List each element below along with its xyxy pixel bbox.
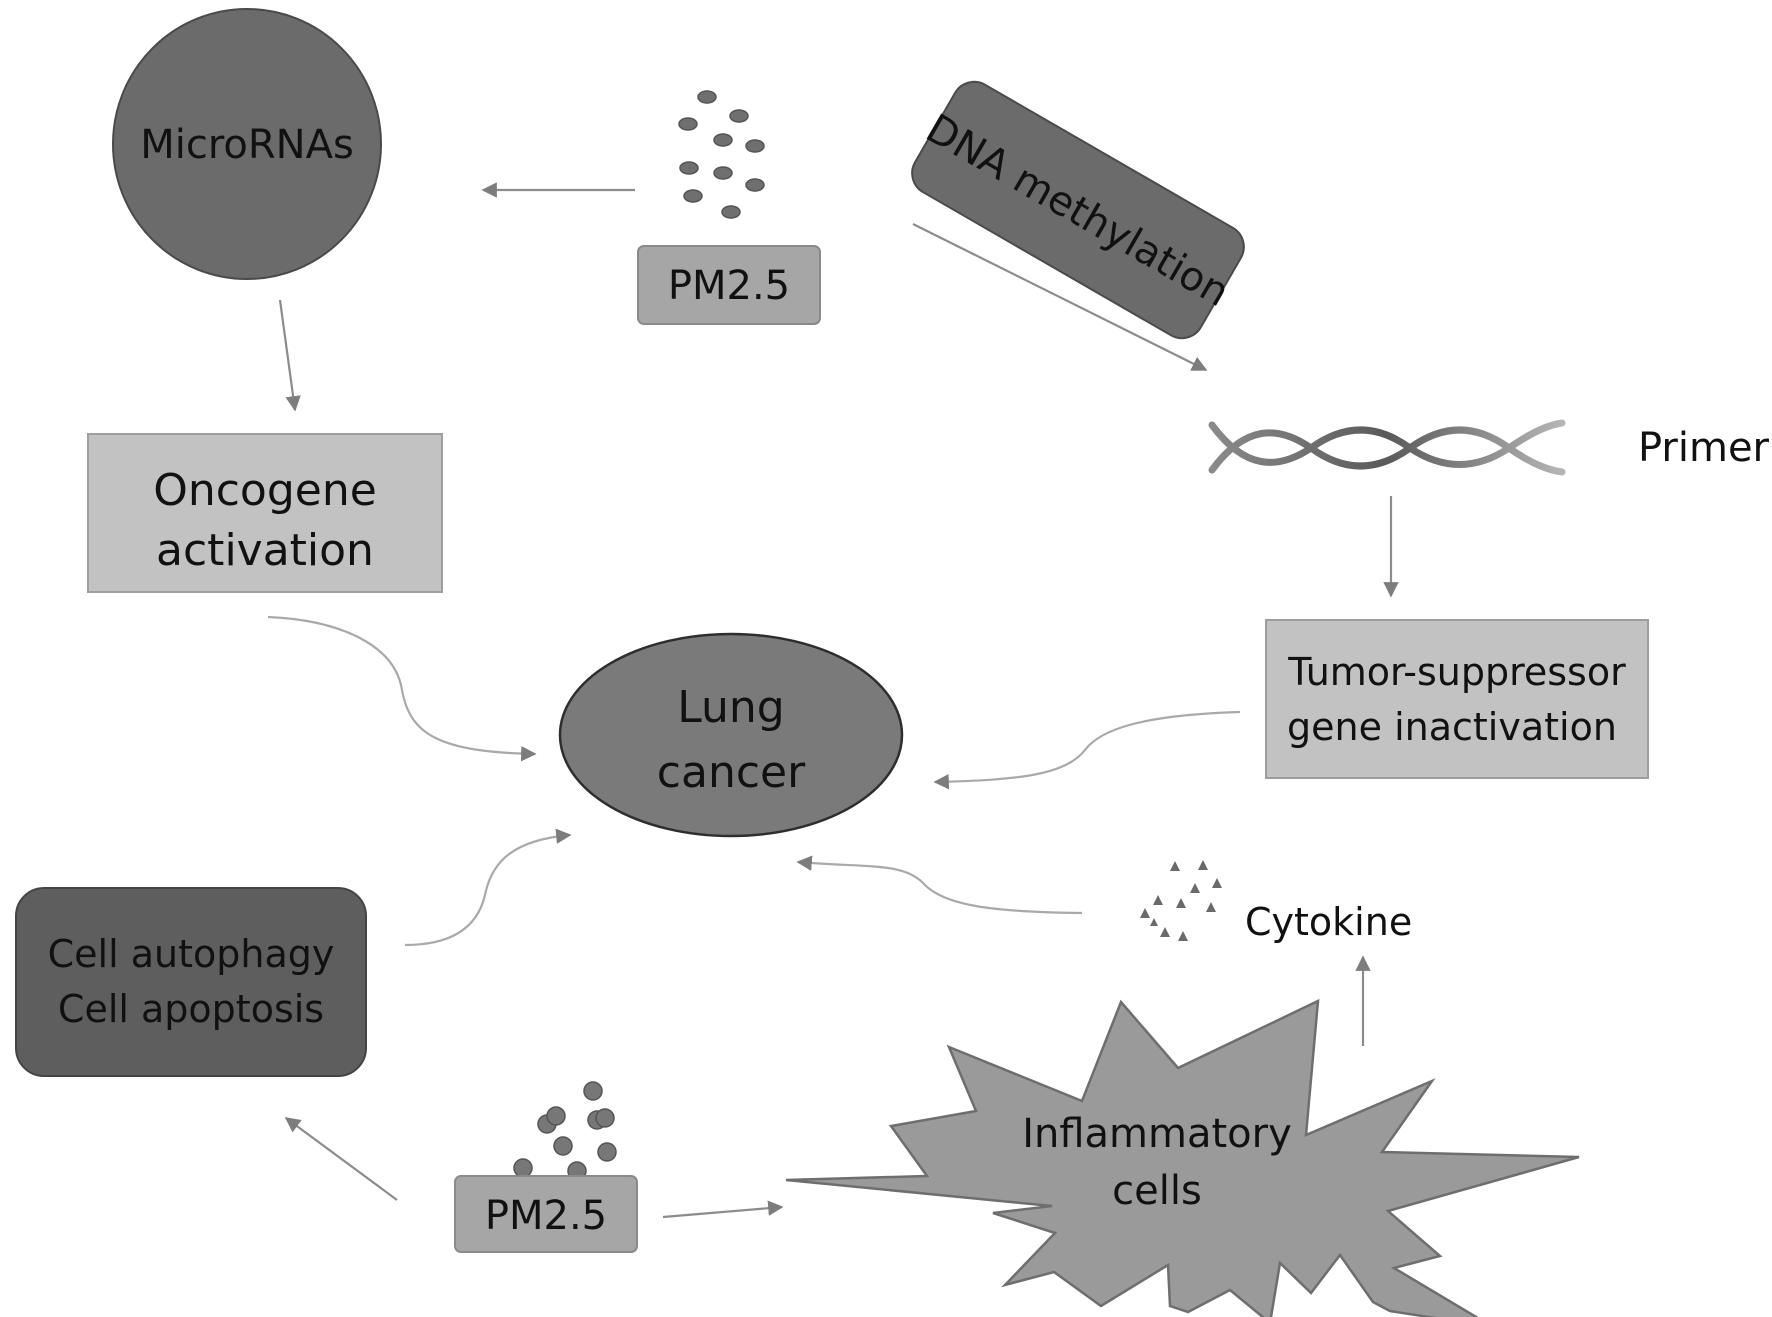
cytokine-icon (1140, 860, 1222, 941)
pm25-bottom-label: PM2.5 (485, 1193, 607, 1239)
pm25-top-box (637, 245, 821, 325)
lung-cancer-ellipse (558, 632, 904, 838)
arrow-tumor-suppressor-to-lung-cancer (933, 710, 1241, 790)
pm25-top-label: PM2.5 (668, 263, 790, 309)
microrna-node: MicroRNAs (112, 8, 382, 280)
arrow-cell-death-to-lung-cancer (404, 828, 572, 947)
inflammatory-label-line2: cells (1112, 1168, 1202, 1214)
arrow-pm25-to-cell-death (284, 1117, 398, 1201)
primer-label: Primer (1638, 425, 1770, 471)
microrna-circle (112, 8, 382, 280)
cell-death-node: Cell autophagy Cell apoptosis (15, 887, 367, 1077)
tumor-suppressor-label-line1: Tumor-suppressor (1287, 650, 1626, 694)
oncogene-node: Oncogene activation (87, 433, 443, 593)
pm25-top-node: PM2.5 (637, 245, 821, 325)
inflammatory-label-line1: Inflammatory (1022, 1111, 1292, 1157)
tumor-suppressor-box (1265, 619, 1649, 779)
cell-death-label-line2: Cell apoptosis (58, 987, 324, 1031)
oncogene-label-line2: activation (156, 525, 374, 576)
lung-cancer-node: Lung cancer (558, 632, 904, 838)
oncogene-label-line1: Oncogene (153, 465, 377, 516)
tumor-suppressor-node: Tumor-suppressor gene inactivation (1265, 619, 1649, 779)
microrna-label: MicroRNAs (140, 122, 354, 168)
dna-methylation-box (911, 80, 1245, 340)
lung-cancer-label-line2: cancer (657, 747, 806, 798)
pm25-particles-top (678, 90, 765, 219)
arrow-pm25-to-inflammatory (662, 1200, 784, 1219)
pm25-bottom-box (454, 1175, 638, 1253)
arrow-oncogene-to-lung-cancer (267, 615, 537, 762)
oncogene-box (87, 433, 443, 593)
lung-cancer-label-line1: Lung (677, 682, 784, 733)
cell-death-label-line1: Cell autophagy (48, 932, 335, 976)
inflammatory-node: Inflammatory cells (785, 998, 1580, 1317)
pm25-bottom-node: PM2.5 (454, 1175, 638, 1253)
arrow-pm25-to-primer (912, 223, 1208, 371)
arrow-micrornas-to-oncogene (278, 299, 301, 412)
arrow-cytokine-to-lung-cancer (796, 855, 1083, 915)
cytokine-label: Cytokine (1245, 900, 1412, 944)
cell-death-box (15, 887, 367, 1077)
inflammatory-starburst (785, 998, 1580, 1317)
dna-helix-icon (1208, 419, 1566, 476)
tumor-suppressor-label-line2: gene inactivation (1287, 705, 1617, 749)
